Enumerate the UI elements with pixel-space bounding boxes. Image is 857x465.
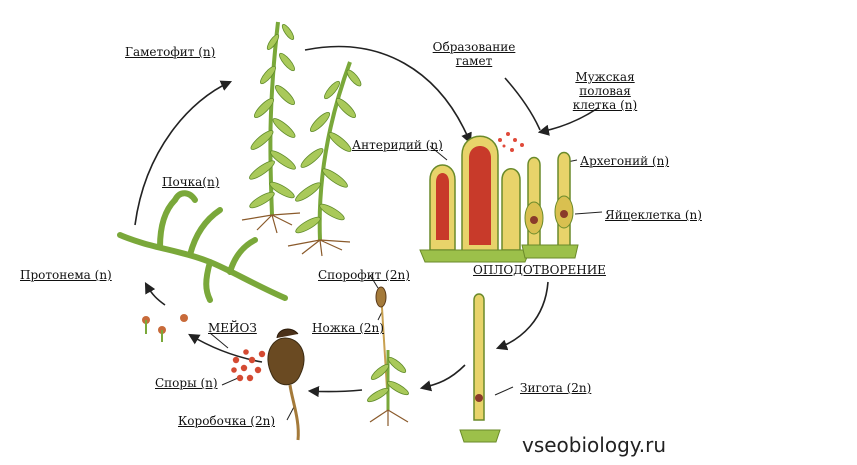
antheridia — [419, 132, 531, 263]
arrow-male-cell — [537, 107, 599, 136]
label-zygote: Зигота (2n) — [520, 381, 592, 395]
arrow-gamete-stub — [504, 77, 541, 131]
label-capsule: Коробочка (2n) — [178, 414, 275, 428]
cycle-arrows — [134, 45, 599, 398]
arrow-gametophyte-to-antheridium — [304, 45, 472, 145]
label-gamete-formation: Образование гамет — [432, 40, 516, 68]
leader-lines — [209, 145, 603, 421]
arrow-zygote-to-sporophyte — [419, 364, 466, 392]
capsule-illustration — [267, 328, 305, 441]
arrow-fertilization-to-zygote — [495, 281, 549, 351]
archegonia — [521, 151, 579, 259]
label-egg-cell: Яйцеклетка (n) — [605, 208, 702, 222]
arrow-sporophyte-to-capsule — [307, 386, 363, 398]
sporophyte-on-gametophyte — [367, 286, 409, 426]
germinating-spores — [142, 314, 188, 342]
label-archegonium: Архегоний (n) — [580, 154, 670, 168]
protonema-illustration — [117, 190, 288, 303]
label-male-cell: Мужская половая клетка (n) — [572, 70, 638, 112]
label-fertilization: ОПЛОДОТВОРЕНИЕ — [473, 263, 606, 277]
label-gametophyte: Гаметофит (n) — [125, 45, 216, 59]
arrow-spores-to-protonema — [144, 282, 166, 306]
label-protonema: Протонема (n) — [20, 268, 112, 282]
label-meiosis: МЕЙОЗ — [208, 321, 257, 335]
arrow-capsule-to-spores — [188, 333, 263, 363]
spores-illustration — [231, 349, 266, 382]
label-antheridium: Антеридий (n) — [352, 138, 443, 152]
label-sporophyte: Спорофит (2n) — [318, 268, 410, 282]
gametophyte-shoots — [241, 21, 362, 257]
watermark: vseobiology.ru — [522, 433, 667, 457]
label-bud: Почка(n) — [162, 175, 220, 189]
arrow-protonema-to-gametophyte — [134, 80, 233, 226]
label-stalk: Ножка (2n) — [312, 321, 384, 335]
zygote-sporophyte — [459, 293, 501, 443]
label-spores: Споры (n) — [155, 376, 218, 390]
